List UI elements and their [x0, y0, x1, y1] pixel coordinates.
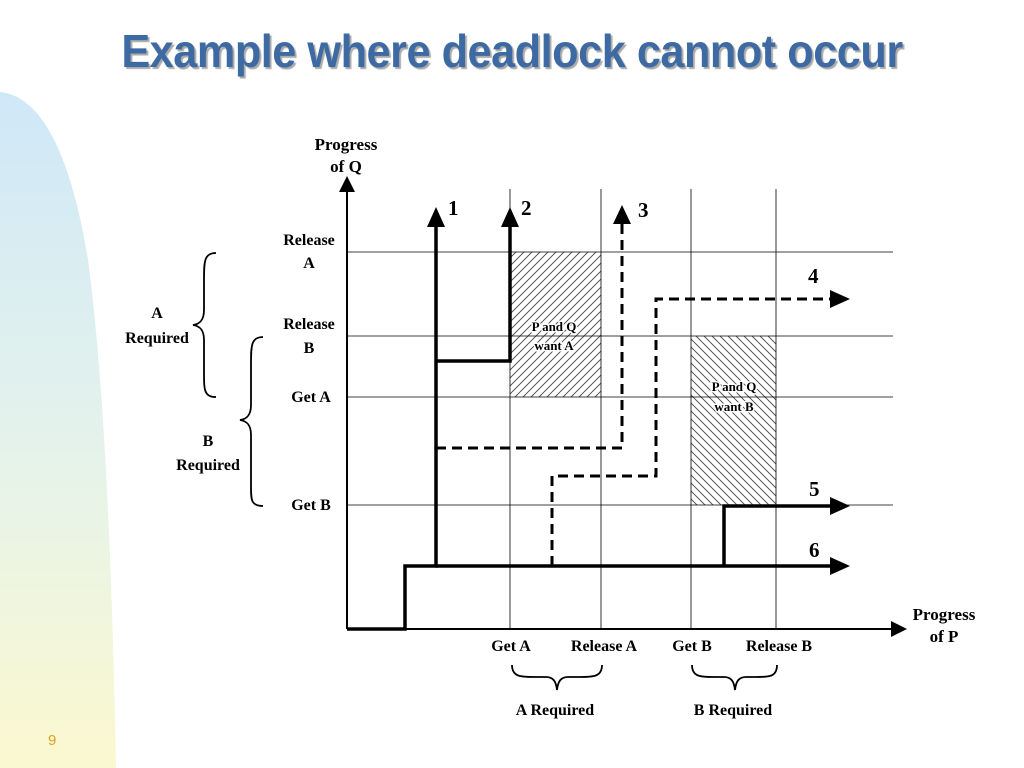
path-5-arrowhead [830, 497, 850, 515]
q-brace-a-required [192, 252, 217, 398]
path-6-arrowhead [830, 557, 850, 575]
path-label-6: 6 [809, 538, 820, 562]
path-1 [347, 224, 438, 631]
slide-title: Example where deadlock cannot occur [121, 25, 903, 77]
grid-lines [347, 189, 893, 629]
q-brace-a-label-line1: A [151, 305, 163, 322]
page-number: 9 [48, 732, 57, 749]
path-4-arrowhead [830, 290, 850, 308]
x-axis-arrowhead [891, 621, 907, 637]
path-label-5: 5 [809, 477, 820, 501]
y-axis-arrowhead [339, 176, 355, 192]
p-event-get-b: Get B [672, 638, 712, 655]
q-brace-b-label-line1: B [203, 433, 214, 450]
path-label-1: 1 [448, 196, 459, 220]
region-b-label-line1: P and Q [712, 379, 757, 394]
path-label-3: 3 [638, 198, 649, 222]
q-brace-a-label-line2: Required [125, 330, 189, 347]
q-event-release-a-line1: Release [283, 232, 335, 249]
y-axis-title-line2: of Q [330, 157, 362, 176]
q-event-release-b-line1: Release [283, 316, 335, 333]
region-p-and-q-want-b [691, 336, 776, 505]
path-5 [722, 504, 832, 566]
region-p-and-q-want-a [510, 252, 601, 397]
q-event-get-b: Get B [291, 497, 331, 514]
path-3 [436, 224, 624, 450]
region-a-label-line1: P and Q [532, 319, 577, 334]
q-event-release-a-line2: A [303, 255, 315, 272]
y-axis-title-line1: Progress [315, 135, 378, 154]
path-label-2: 2 [521, 196, 532, 220]
path-1-arrowhead [427, 207, 445, 227]
x-axis-title-line1: Progress [913, 605, 976, 624]
region-b-label-line2: want B [714, 399, 754, 414]
p-event-release-b: Release B [746, 638, 813, 655]
path-4 [550, 297, 832, 566]
q-brace-b-label-line2: Required [176, 457, 240, 474]
q-brace-b-required [239, 336, 264, 507]
path-label-4: 4 [808, 264, 819, 288]
p-brace-b-label: B Required [694, 702, 772, 719]
p-brace-a-required [511, 664, 603, 691]
path-3-arrowhead [613, 205, 631, 224]
p-event-get-a: Get A [491, 638, 531, 655]
p-brace-b-required [691, 664, 778, 691]
q-event-get-a: Get A [291, 389, 331, 406]
region-a-label-line2: want A [534, 338, 574, 353]
q-event-release-b-line2: B [304, 340, 315, 357]
path-2 [436, 224, 512, 363]
p-event-release-a: Release A [571, 638, 638, 655]
p-brace-a-label: A Required [516, 702, 594, 719]
path-2-arrowhead [501, 207, 519, 227]
x-axis-title-line2: of P [930, 627, 959, 646]
